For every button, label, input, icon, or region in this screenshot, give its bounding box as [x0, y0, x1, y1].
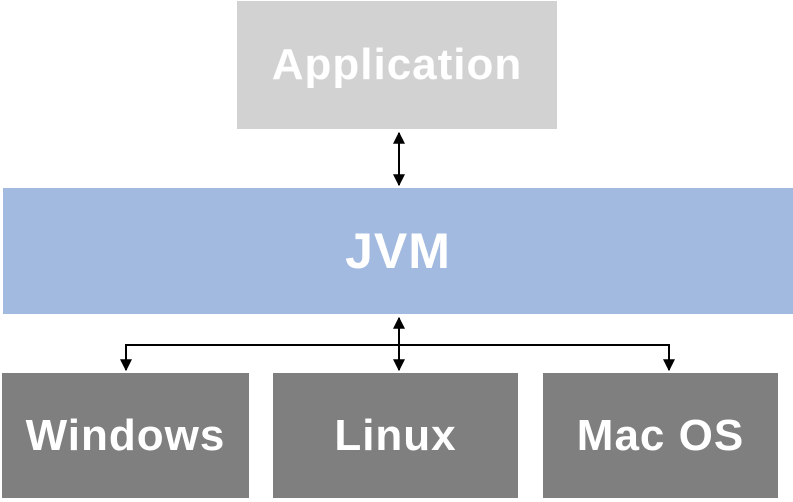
node-macos: Mac OS: [543, 373, 778, 498]
node-application-label: Application: [271, 40, 523, 89]
node-windows: Windows: [2, 373, 249, 498]
node-application: Application: [237, 1, 557, 129]
node-macos-label: Mac OS: [576, 410, 745, 460]
node-jvm-label: JVM: [345, 223, 451, 279]
node-windows-label: Windows: [25, 410, 226, 460]
node-jvm: JVM: [3, 188, 793, 314]
node-linux: Linux: [273, 373, 518, 498]
node-linux-label: Linux: [334, 410, 457, 460]
